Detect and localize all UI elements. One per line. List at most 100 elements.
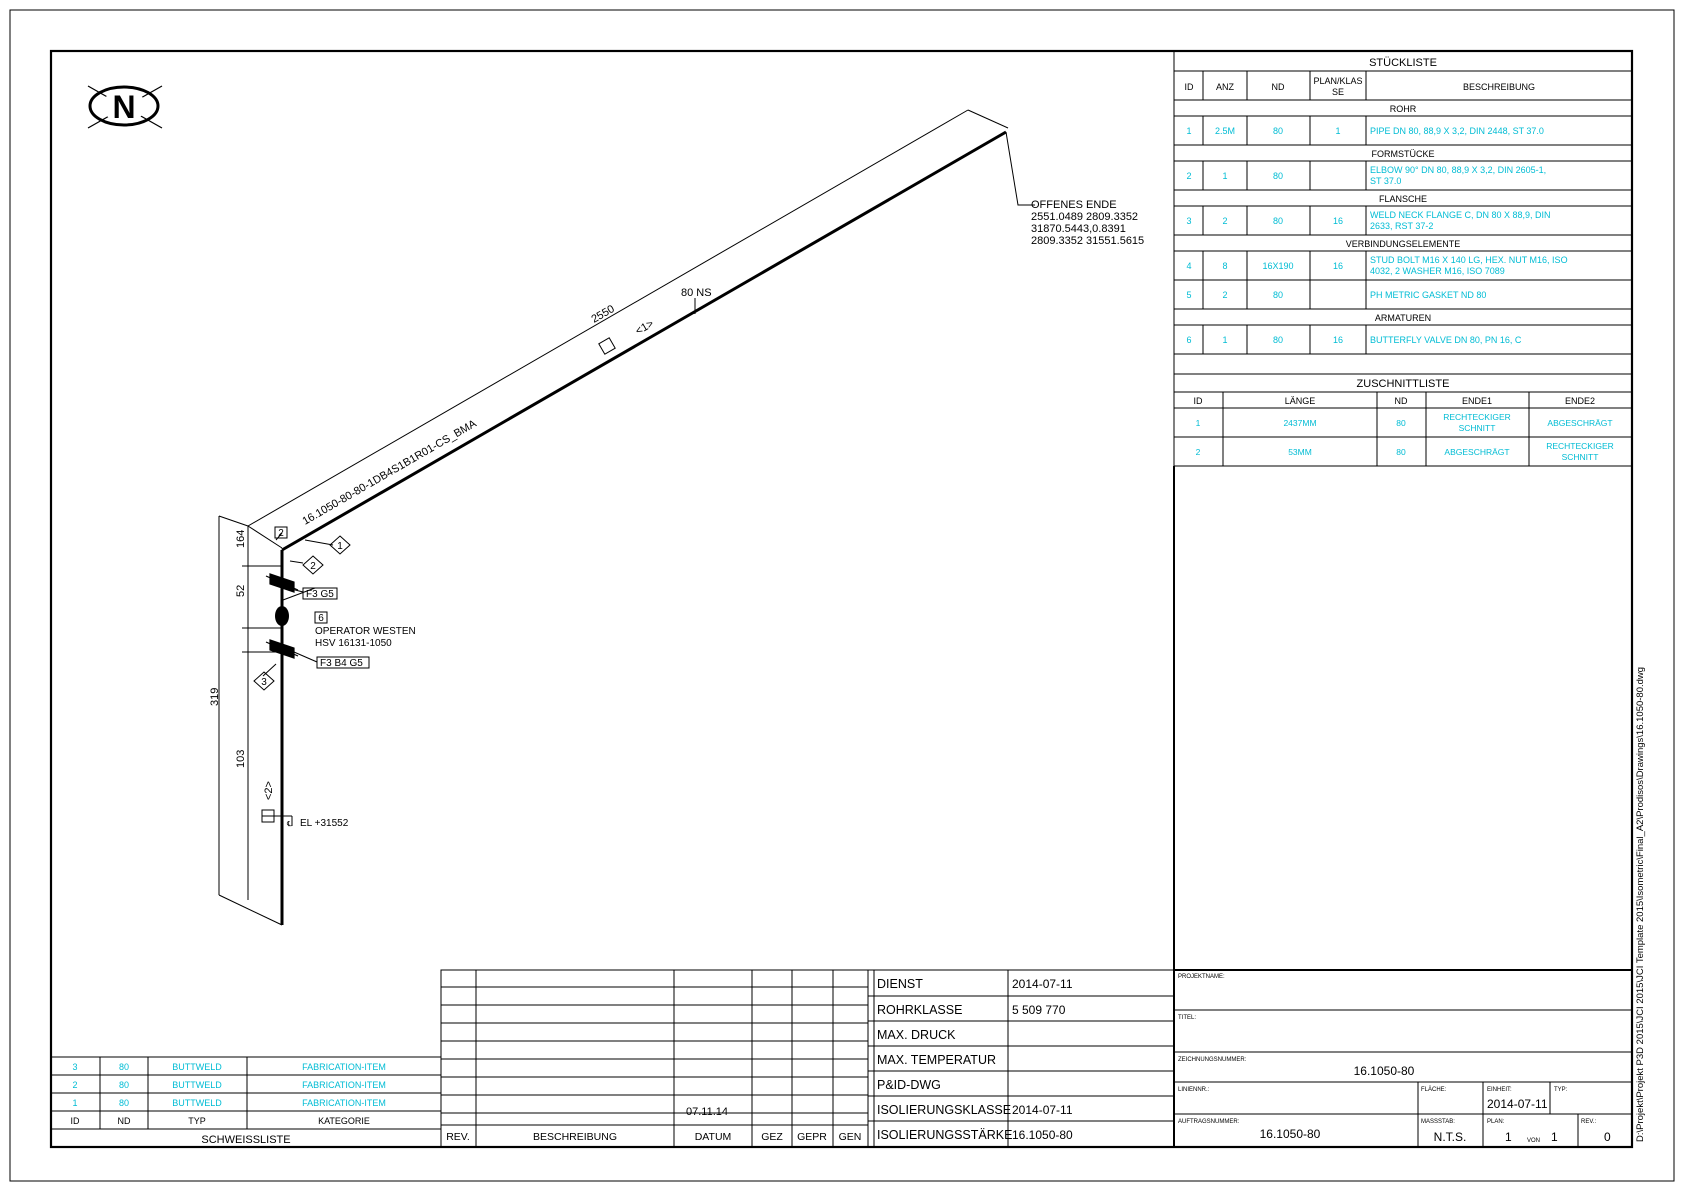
weldlist-header: KATEGORIE: [318, 1116, 370, 1126]
weldlist-cell: 2: [72, 1080, 77, 1090]
cutlist-header: LÄNGE: [1285, 396, 1316, 406]
bom-cell: 16: [1333, 261, 1343, 271]
bom-description: 4032, 2 WASHER M16, ISO 7089: [1370, 266, 1505, 276]
flange-label-2: F3 B4 G5: [316, 656, 370, 669]
weldlist-cell: 80: [119, 1062, 129, 1072]
bom-cell: 3: [1186, 216, 1191, 226]
bom-cell: 2: [1222, 290, 1227, 300]
bom-description: PH METRIC GASKET ND 80: [1370, 290, 1486, 300]
bom-cell: 8: [1222, 261, 1227, 271]
weld-diamond-1-label: 1: [337, 541, 343, 552]
bom-header-id: ID: [1185, 82, 1195, 92]
cutlist-cell: ABGESCHRÄGT: [1444, 447, 1509, 457]
north-arrow: N: [87, 85, 163, 129]
revision-header: GEPR: [797, 1131, 827, 1143]
plan-label: PLAN:: [1487, 1119, 1505, 1125]
dimension-103: 103: [235, 750, 247, 768]
open-end-line-1: OFFENES ENDE: [1031, 199, 1117, 211]
bom-title: STÜCKLISTE: [1369, 57, 1437, 69]
sheet-outer-border: [9, 9, 1675, 1182]
bom-cell: 16X190: [1262, 261, 1293, 271]
auftragsnummer-value: 16.1050-80: [1260, 1127, 1321, 1141]
cutlist-cell: 80: [1396, 418, 1406, 428]
cutlist-header: ND: [1395, 396, 1408, 406]
open-end-line-3: 31870.5443,0.8391: [1031, 223, 1126, 235]
butterfly-valve-symbol: [275, 606, 289, 626]
bom-cell: 80: [1273, 126, 1283, 136]
weldlist-cell: FABRICATION-ITEM: [302, 1080, 386, 1090]
bom-cell: 2: [1186, 171, 1191, 181]
bom-header-plan: PLAN/KLAS: [1313, 76, 1362, 86]
bom-cell: 16: [1333, 216, 1343, 226]
bom-cell: 16: [1333, 335, 1343, 345]
massstab-value: N.T.S.: [1434, 1130, 1467, 1144]
cutlist-cell: SCHNITT: [1562, 452, 1599, 462]
weldlist-cell: 1: [72, 1098, 77, 1108]
dimension-164: 164: [235, 530, 247, 548]
titel-label: TITEL:: [1178, 1015, 1196, 1021]
open-end-label: OFFENES ENDE 2551.0489 2809.3352 31870.5…: [1031, 199, 1144, 247]
revision-header: GEN: [839, 1131, 862, 1143]
bom-cell: 1: [1335, 126, 1340, 136]
bom-description: STUD BOLT M16 X 140 LG, HEX. NUT M16, IS…: [1370, 255, 1568, 265]
item-box-6: 6: [314, 611, 328, 624]
von-label: VON: [1527, 1138, 1540, 1144]
flaeche-label: FLÄCHE:: [1421, 1086, 1447, 1093]
cutlist-cell: 80: [1396, 447, 1406, 457]
item-box-2: 2: [274, 526, 288, 539]
massstab-label: MASSSTAB:: [1421, 1119, 1455, 1125]
von-value: 1: [1551, 1130, 1558, 1144]
revision-date: 07.11.14: [686, 1106, 728, 1118]
bom-header-beschreibung: BESCHREIBUNG: [1463, 82, 1535, 92]
item-box-2-label: 2: [278, 528, 284, 539]
service-label: P&ID-DWG: [877, 1078, 941, 1092]
pipe-line-number: 16.1050-80-80-1DB4S1B1R01-CS_BMA: [301, 418, 480, 528]
pipe-run: [281, 130, 1007, 552]
service-label: ISOLIERUNGSSTÄRKE: [877, 1128, 1012, 1142]
bom-cell: 6: [1186, 335, 1191, 345]
weld-diamond-2: 2: [302, 555, 324, 575]
bom-description: ELBOW 90° DN 80, 88,9 X 3,2, DIN 2605-1,: [1370, 165, 1546, 175]
plan-value: 1: [1505, 1130, 1512, 1144]
service-label: MAX. TEMPERATUR: [877, 1053, 996, 1067]
bom-section-4: ARMATUREN: [1375, 313, 1431, 323]
cutlist-cell: RECHTECKIGER: [1546, 441, 1614, 451]
weldlist-cell: FABRICATION-ITEM: [302, 1098, 386, 1108]
open-end-line-4: 2809.3352 31551.5615: [1031, 235, 1144, 247]
cutlist-cell: RECHTECKIGER: [1443, 412, 1511, 422]
bom-cell: 4: [1186, 261, 1191, 271]
item-box-6-label: 6: [318, 613, 324, 624]
cutlist-cell: 2: [1196, 447, 1201, 457]
weldlist-cell: 80: [119, 1098, 129, 1108]
valve-operator-label: OPERATOR WESTEN: [315, 626, 416, 637]
weld-diamond-3: 3: [253, 671, 275, 691]
dimension-319: 319: [209, 688, 221, 706]
weldlist-cell: 3: [72, 1062, 77, 1072]
bom-description: BUTTERFLY VALVE DN 80, PN 16, C: [1370, 335, 1522, 345]
flange-label-2-text: F3 B4 G5: [320, 658, 363, 669]
bom-cell: 80: [1273, 171, 1283, 181]
cutlist-title: ZUSCHNITTLISTE: [1357, 378, 1450, 390]
dimension-52: 52: [235, 585, 247, 597]
weldlist-header: ID: [71, 1116, 81, 1126]
cutlist-cell: ABGESCHRÄGT: [1547, 418, 1612, 428]
weldlist-title: SCHWEISSLISTE: [201, 1134, 290, 1146]
liniennr-label: LINIENNR.:: [1178, 1087, 1210, 1093]
cutlist-cell: SCHNITT: [1459, 423, 1496, 433]
flange-label-1-text: F3 G5: [306, 589, 334, 600]
weldlist-cell: BUTTWELD: [172, 1098, 222, 1108]
service-label: ISOLIERUNGSKLASSE: [877, 1103, 1011, 1117]
service-value: 2014-07-11: [1012, 1103, 1073, 1117]
north-label: N: [112, 89, 135, 125]
bom-section-1: FORMSTÜCKE: [1372, 149, 1435, 159]
open-end-line-2: 2551.0489 2809.3352: [1031, 211, 1138, 223]
weldlist-cell: BUTTWELD: [172, 1062, 222, 1072]
pipe-isometric: [218, 109, 1035, 926]
service-value: 16.1050-80: [1012, 1128, 1073, 1142]
service-label: MAX. DRUCK: [877, 1028, 956, 1042]
bom-cell: 1: [1186, 126, 1191, 136]
